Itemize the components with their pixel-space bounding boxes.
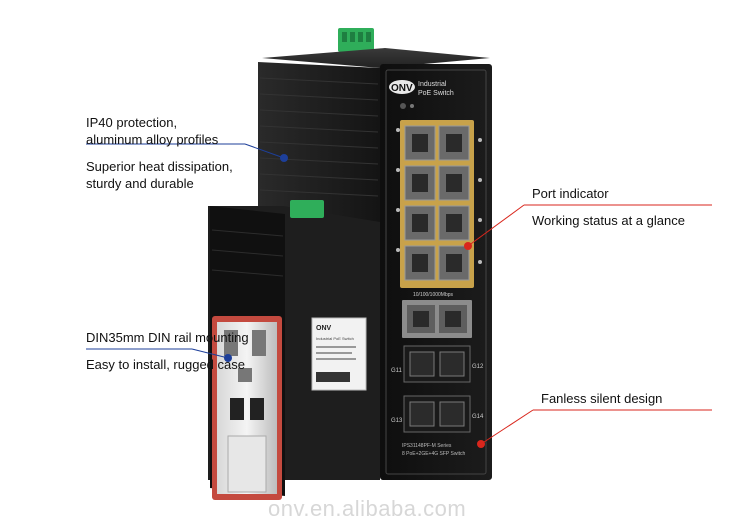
callout-port-indicator: Port indicator Working status at a glanc… <box>532 185 685 229</box>
callout-protection-line4: sturdy and durable <box>86 176 194 191</box>
brand-name: ONV <box>391 83 413 94</box>
model-label-line2: 8 PoE+2GE+4G SFP Switch <box>402 451 465 457</box>
speed-label: 10/100/1000Mbps <box>413 292 454 298</box>
callout-din-line1: DIN35mm DIN rail mounting <box>86 330 249 345</box>
model-label-line1: IPS31148PF-M Series <box>402 443 452 449</box>
callout-fanless: Fanless silent design <box>541 390 662 407</box>
callout-protection-line3: Superior heat dissipation, <box>86 159 233 174</box>
sfp-label-g14: G14 <box>472 414 484 420</box>
leader-lines <box>86 143 712 448</box>
callout-port-line2: Working status at a glance <box>532 213 685 228</box>
sfp-label-g13: G13 <box>391 418 403 424</box>
back-label-text: Industrial PoE Switch <box>316 336 354 341</box>
callout-fanless-line1: Fanless silent design <box>541 391 663 406</box>
watermark: onv.en.alibaba.com <box>268 496 467 521</box>
sfp-label-g12: G12 <box>472 364 484 370</box>
marker-protection <box>280 154 288 162</box>
callout-din: DIN35mm DIN rail mounting Easy to instal… <box>86 329 249 373</box>
din-rail-bracket <box>212 316 282 500</box>
product-name-line1: Industrial <box>418 81 447 88</box>
secondary-terminal-block <box>290 200 324 218</box>
product-name-line2: PoE Switch <box>418 90 454 97</box>
callout-protection: IP40 protection, aluminum alloy profiles… <box>86 114 233 192</box>
sfp-ports <box>403 345 471 433</box>
callout-protection-line2: aluminum alloy profiles <box>86 132 219 147</box>
brand-logo <box>389 80 415 94</box>
sfp-label-g11: G11 <box>391 368 403 374</box>
marker-port-indicator <box>464 242 472 250</box>
back-label-brand: ONV <box>316 325 332 332</box>
marker-din <box>224 354 232 362</box>
callout-port-line1: Port indicator <box>532 186 609 201</box>
marker-fanless <box>477 440 485 448</box>
callout-din-line2: Easy to install, rugged case <box>86 357 245 372</box>
callout-protection-line1: IP40 protection, <box>86 115 178 130</box>
port-indicator-leds <box>396 128 482 264</box>
secondary-switch: ONV Industrial PoE Switch <box>208 200 380 500</box>
